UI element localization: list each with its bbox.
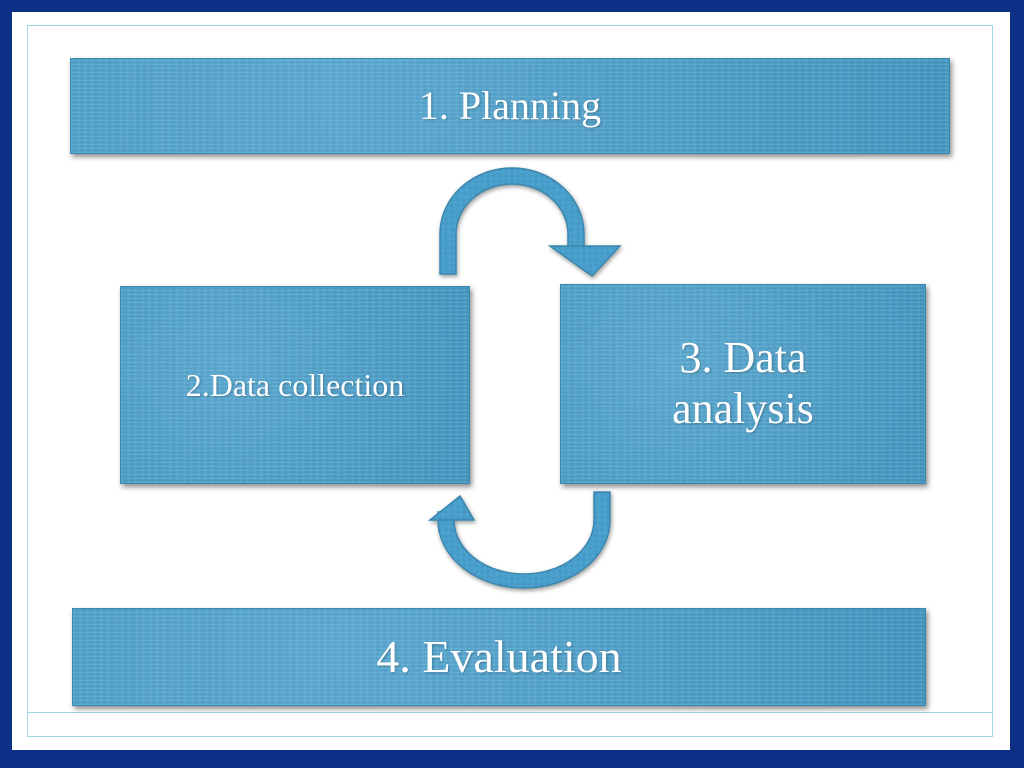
step-data-collection-label: 2.Data collection (185, 366, 405, 403)
step-data-collection: 2.Data collection (120, 286, 470, 484)
bottom-rule (27, 712, 993, 713)
step-evaluation: 4. Evaluation (72, 608, 926, 706)
step-evaluation-label: 4. Evaluation (376, 630, 622, 682)
slide: 1. Planning 2.Data collection 3. Data an… (12, 12, 1010, 750)
step-data-analysis-label: 3. Data analysis (672, 333, 814, 433)
inner-frame (27, 25, 993, 737)
step-planning: 1. Planning (70, 58, 950, 154)
step-data-analysis: 3. Data analysis (560, 284, 926, 484)
step-planning-label: 1. Planning (418, 83, 602, 128)
